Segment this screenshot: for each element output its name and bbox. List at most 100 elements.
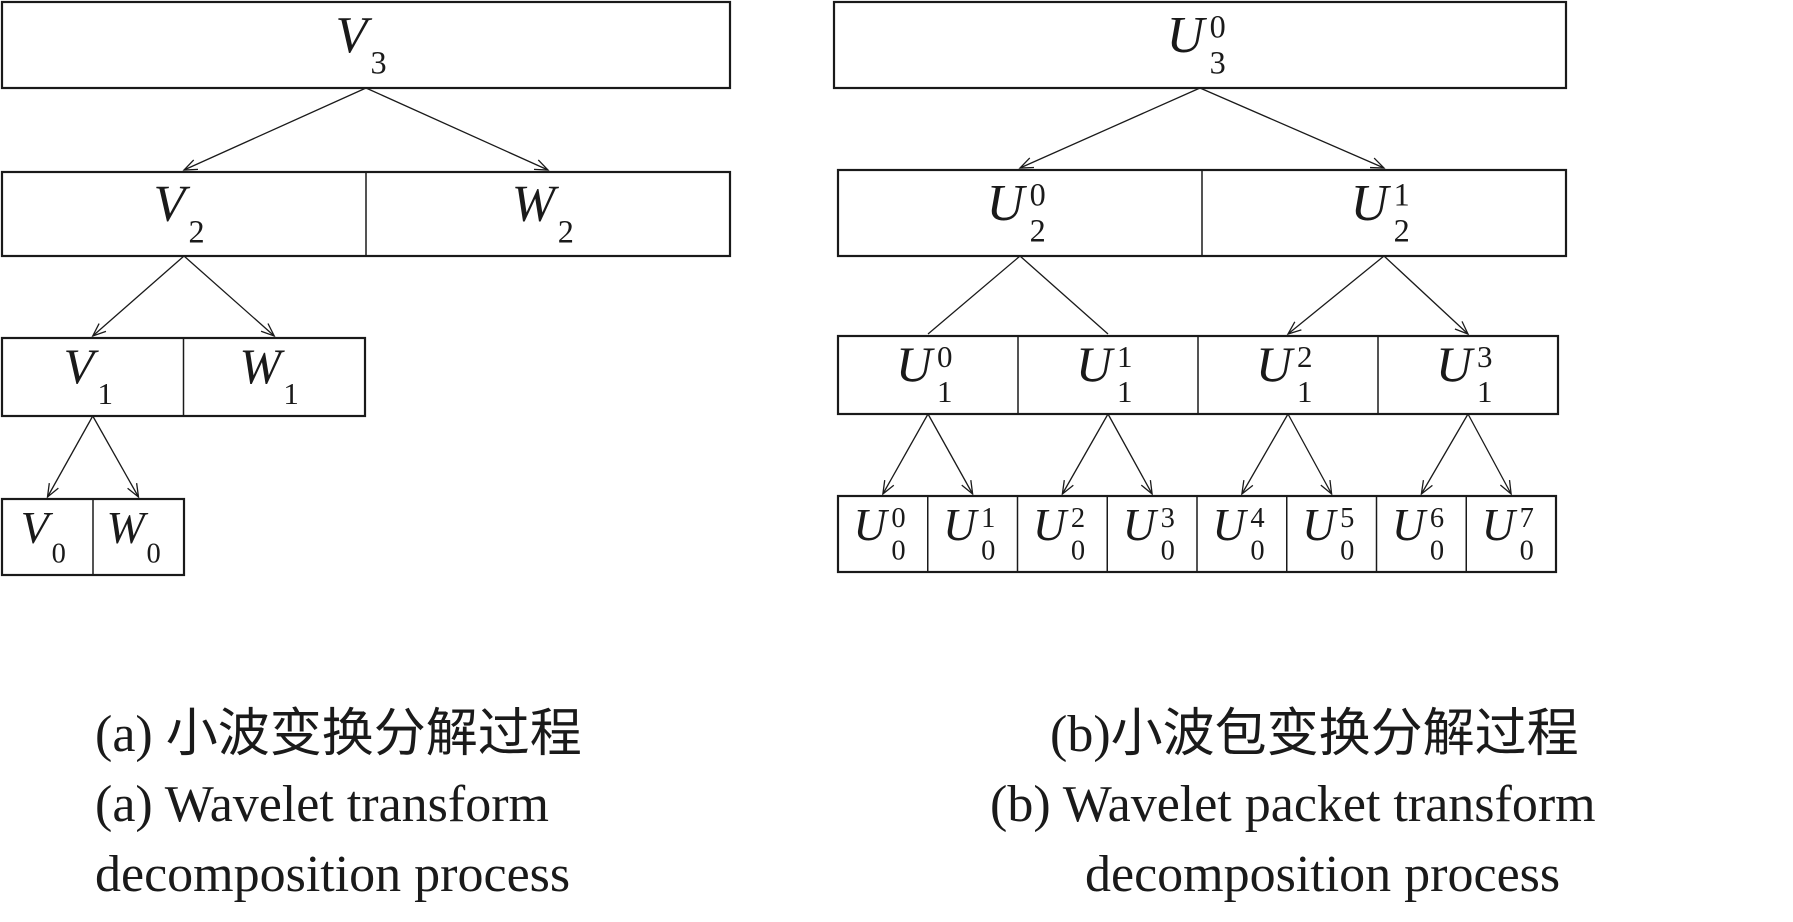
symbol-subscript: 1 (1297, 374, 1313, 409)
symbol-base: U (853, 499, 889, 550)
symbol-U0-6: U (1392, 499, 1428, 550)
symbol-base: U (1482, 499, 1518, 550)
arrowhead (91, 323, 107, 338)
symbol-subscript: 2 (189, 214, 205, 250)
caption-a-chinese: (a) 小波变换分解过程 (95, 706, 582, 763)
connector-line (1199, 87, 1385, 169)
connector-line (1383, 255, 1469, 335)
symbol-U0-7: U (1482, 499, 1518, 550)
symbol-superscript: 0 (891, 503, 905, 534)
symbol-subscript: 3 (371, 45, 387, 81)
symbol-base: U (1392, 499, 1428, 550)
connector-line (183, 255, 275, 337)
symbol-base: V (21, 502, 54, 553)
symbol-subscript: 3 (1210, 45, 1226, 81)
arrowhead (882, 480, 895, 496)
symbol-subscript: 2 (558, 214, 574, 250)
arrowhead (533, 159, 550, 171)
symbol-subscript: 1 (283, 376, 299, 411)
caption-a: (a) 小波变换分解过程 (a) Wavelet transform decom… (95, 700, 582, 910)
arrowhead (1140, 480, 1153, 496)
arrowhead (1420, 480, 1433, 496)
symbol-subscript: 0 (1071, 535, 1085, 566)
symbol-superscript: 0 (1210, 8, 1226, 44)
symbol-subscript: 0 (1250, 535, 1264, 566)
symbol-U2-1: U (1351, 175, 1392, 232)
symbol-U1-3: U (1436, 336, 1475, 392)
symbol-U0-3: U (1123, 499, 1159, 550)
arrowhead (1286, 321, 1302, 336)
symbol-subscript: 0 (146, 538, 160, 569)
caption-b-chinese: (b)小波包变换分解过程 (1050, 706, 1579, 763)
symbol-base: W (512, 176, 560, 233)
arrowhead (260, 323, 276, 338)
symbol-V1: V (63, 338, 99, 394)
symbol-base: U (1351, 175, 1392, 232)
symbol-base: U (1033, 499, 1069, 550)
symbol-W2: W (512, 176, 560, 233)
symbol-superscript: 3 (1477, 339, 1493, 374)
symbol-base: U (1256, 336, 1295, 392)
symbol-base: U (987, 175, 1028, 232)
caption-b: (b)小波包变换分解过程 (b) Wavelet packet transfor… (990, 700, 1790, 910)
arrowhead (1320, 480, 1333, 496)
symbol-superscript: 2 (1297, 339, 1313, 374)
symbol-superscript: 3 (1161, 503, 1175, 534)
symbol-superscript: 6 (1430, 503, 1444, 534)
symbol-subscript: 0 (1520, 535, 1534, 566)
connector-line (1287, 413, 1333, 495)
arrowhead (1018, 157, 1035, 169)
symbol-superscript: 4 (1250, 503, 1264, 534)
symbol-subscript: 0 (981, 535, 995, 566)
symbol-base: U (1436, 336, 1475, 392)
symbol-subscript: 2 (1030, 213, 1046, 249)
symbol-U0-5: U (1302, 499, 1338, 550)
symbol-superscript: 1 (981, 503, 995, 534)
symbol-subscript: 0 (1161, 535, 1175, 566)
connector-line (365, 87, 549, 171)
symbol-base: W (106, 502, 148, 553)
connector-line (1019, 255, 1109, 335)
symbol-base: U (1076, 336, 1115, 392)
symbol-U1-0: U (896, 336, 935, 392)
symbol-U1-1: U (1076, 336, 1115, 392)
symbol-superscript: 1 (1394, 176, 1410, 212)
symbol-U0-2: U (1033, 499, 1069, 550)
connector-line (92, 415, 140, 498)
symbol-superscript: 7 (1520, 503, 1534, 534)
symbol-W1: W (239, 338, 285, 394)
connector-line (183, 87, 367, 171)
symbol-W0: W (106, 502, 148, 553)
symbol-base: U (1123, 499, 1159, 550)
arrowhead (127, 483, 140, 499)
symbol-subscript: 0 (891, 535, 905, 566)
arrowhead (1454, 321, 1470, 336)
connector-line (927, 413, 974, 495)
connector-line (46, 415, 94, 498)
caption-b-english-line1: (b) Wavelet packet transform (990, 776, 1596, 833)
symbol-U1-2: U (1256, 336, 1295, 392)
symbol-subscript: 0 (1340, 535, 1354, 566)
symbol-subscript: 2 (1394, 213, 1410, 249)
symbol-subscript: 1 (1477, 374, 1493, 409)
connector-line (882, 413, 929, 495)
symbol-superscript: 1 (1117, 339, 1133, 374)
symbol-V2: V (154, 176, 191, 233)
symbol-subscript: 1 (1117, 374, 1133, 409)
symbol-subscript: 0 (52, 538, 66, 569)
symbol-U0-4: U (1212, 499, 1248, 550)
arrowhead (1369, 157, 1386, 169)
connector-line (927, 255, 1021, 335)
symbol-V0: V (21, 502, 54, 553)
symbol-subscript: 0 (1430, 535, 1444, 566)
connector-line (1467, 413, 1512, 495)
level-0-box (0, 0, 732, 90)
symbol-superscript: 0 (937, 339, 953, 374)
symbol-subscript: 1 (97, 376, 113, 411)
level-0-box (832, 0, 1568, 90)
caption-b-english-line2: decomposition process (1085, 846, 1561, 903)
symbol-base: U (943, 499, 979, 550)
